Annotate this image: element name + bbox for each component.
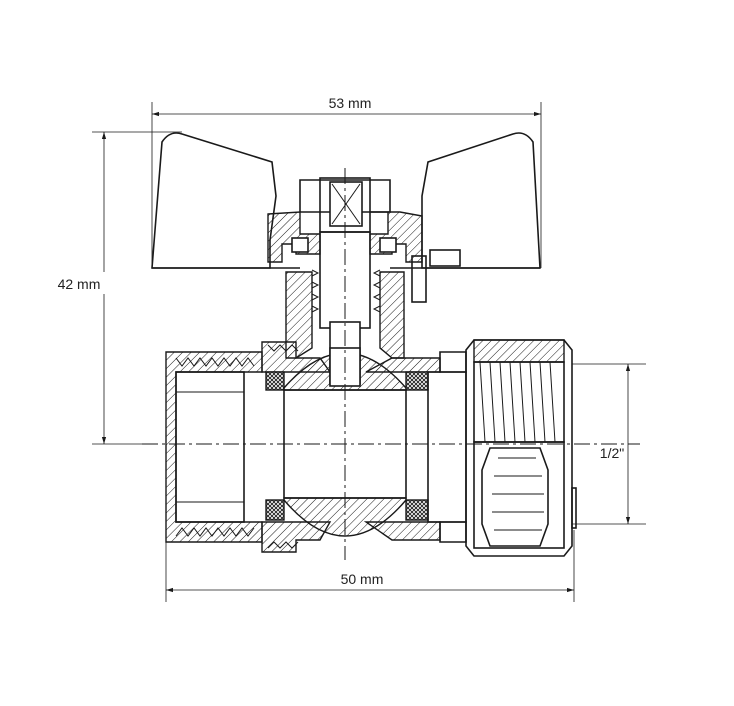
width-label: 53 mm — [329, 95, 372, 111]
length-label: 50 mm — [341, 571, 384, 587]
center-lines — [142, 168, 640, 560]
stem-nut — [267, 177, 461, 303]
dimension-width: 53 mm — [151, 95, 542, 268]
dimension-height: 42 mm — [52, 131, 182, 445]
dimension-length: 50 mm — [165, 530, 575, 602]
right-coupling — [427, 339, 577, 557]
butterfly-handle — [151, 132, 541, 269]
height-label: 42 mm — [58, 276, 101, 292]
thread-label: 1/2" — [600, 445, 624, 461]
dimension-thread: 1/2" — [572, 363, 646, 525]
left-port — [165, 351, 263, 543]
